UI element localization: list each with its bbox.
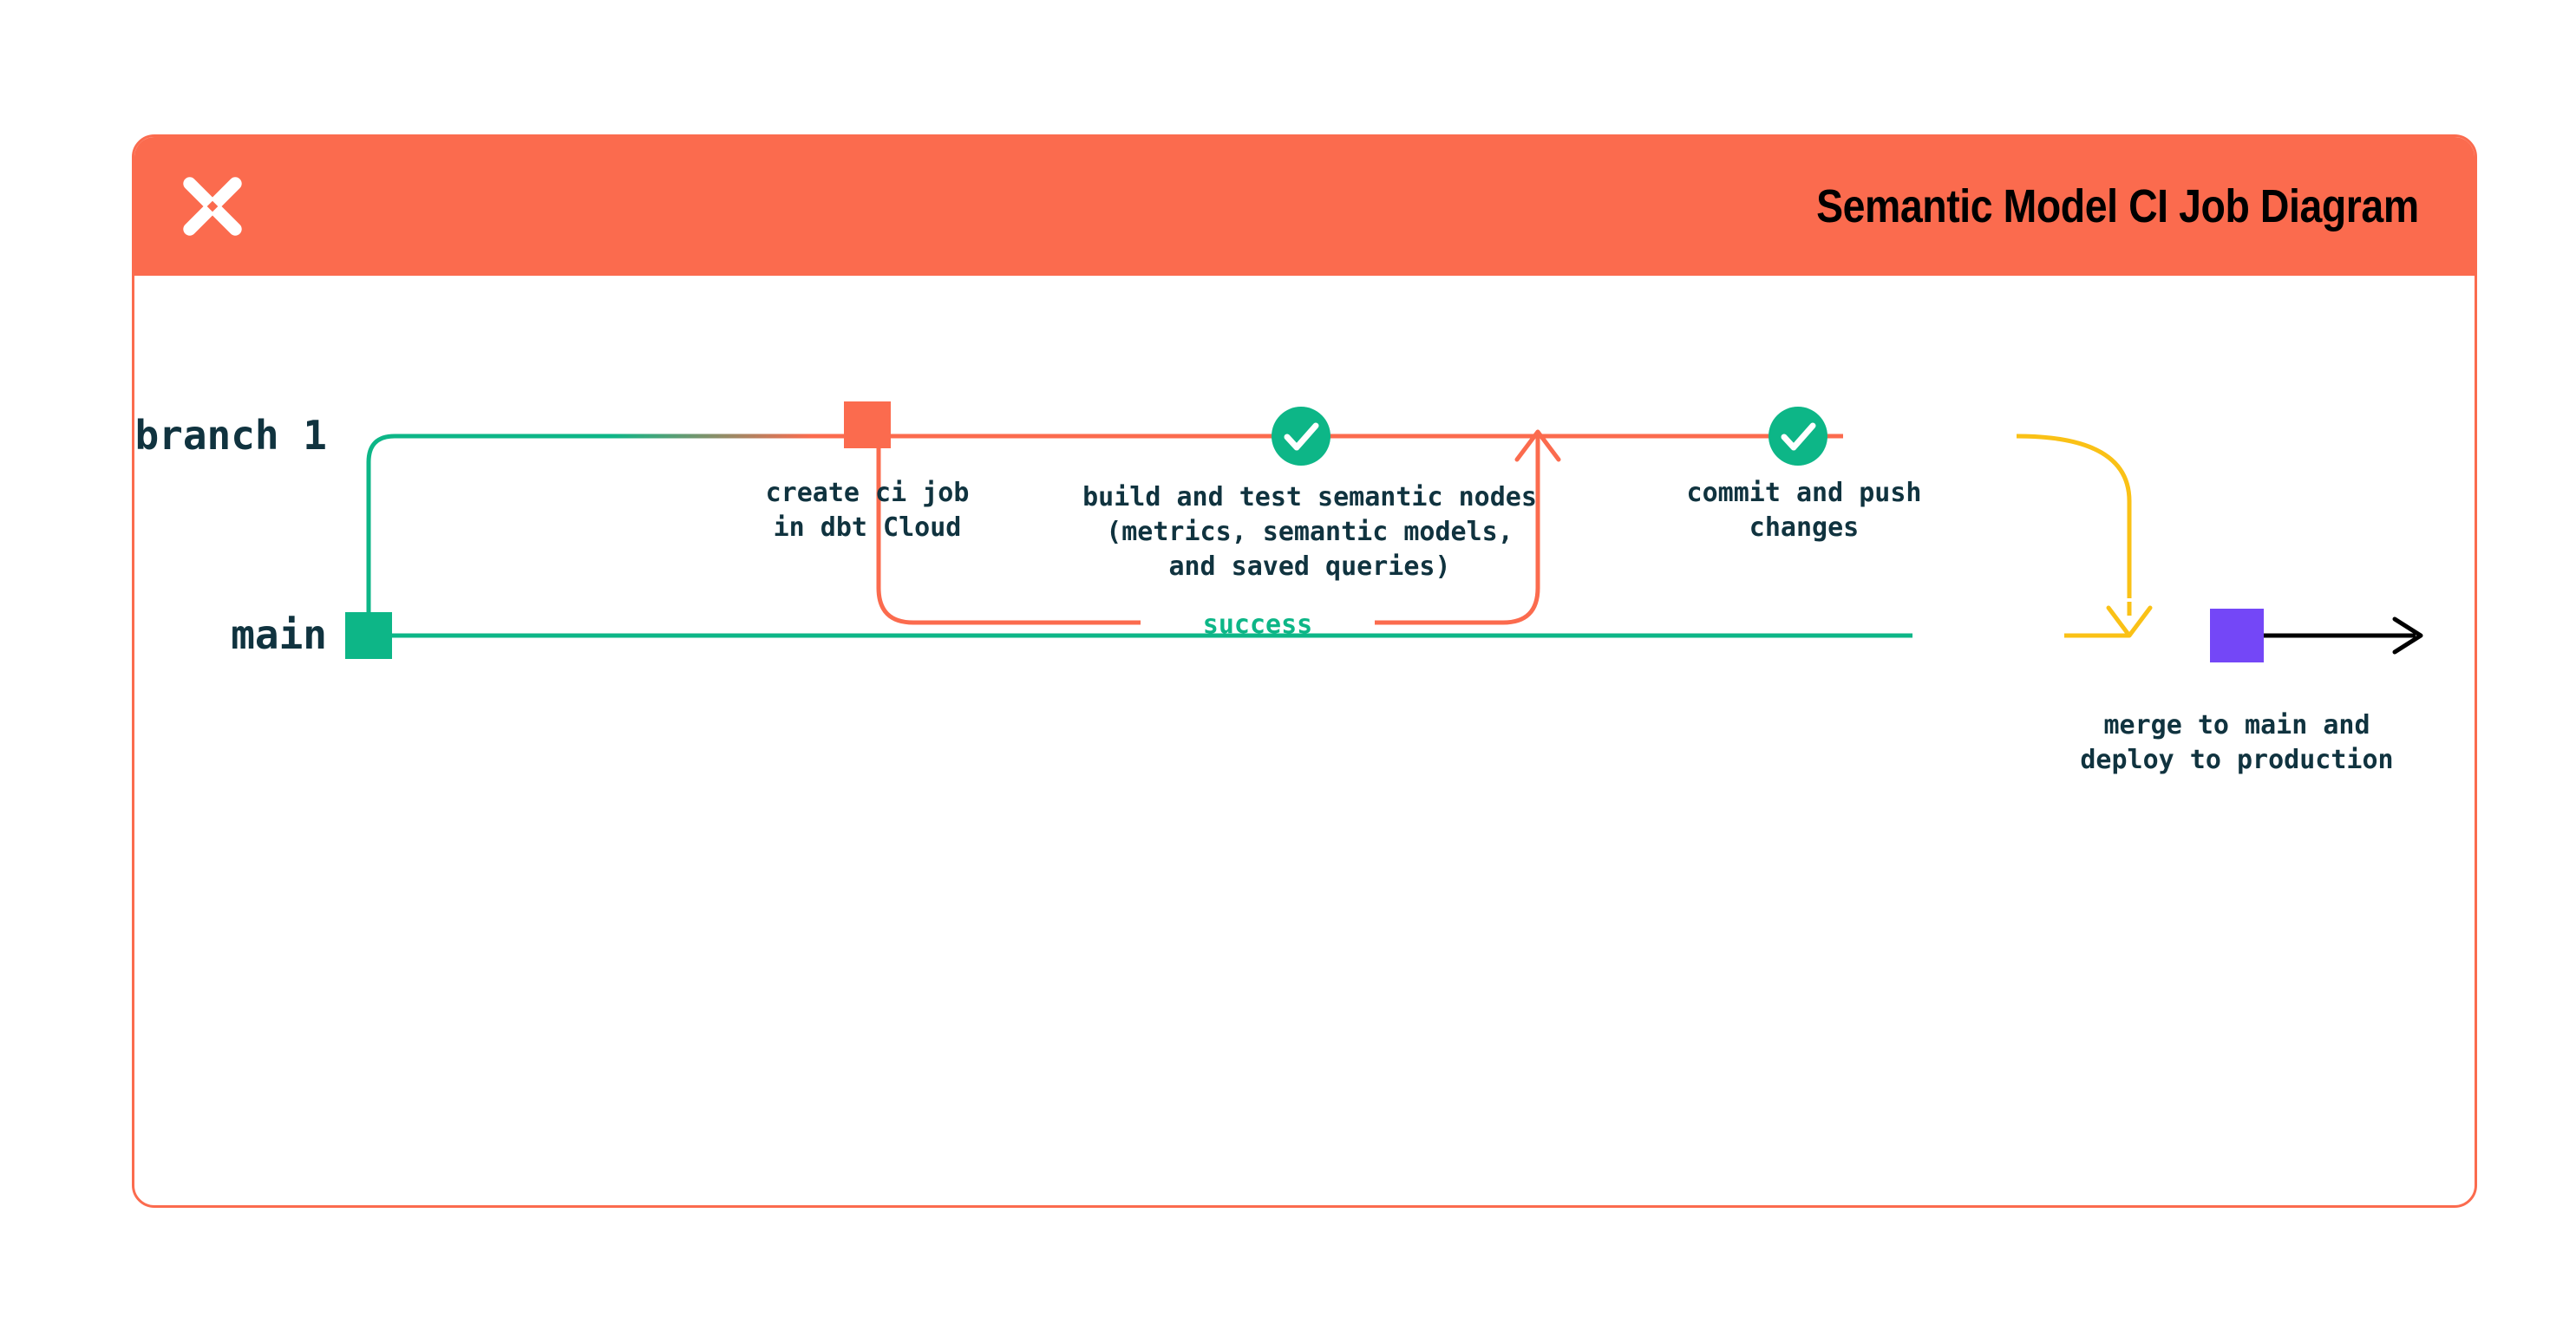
check-icon: [1284, 422, 1319, 451]
edge-branch-out: [366, 434, 814, 638]
node-square-merge-to-main[interactable]: [2210, 609, 2264, 662]
dbt-x-logo-icon: [183, 177, 242, 236]
node-label-create-ci-job-line-2: in dbt Cloud: [774, 512, 962, 543]
node-label-merge-to-main-line-2: deploy to production: [2080, 745, 2393, 775]
page-title: Semantic Model CI Job Diagram: [1816, 180, 2419, 232]
check-icon: [1781, 422, 1816, 451]
node-label-build-and-test-line-1: build and test semantic nodes: [1082, 482, 1537, 512]
node-label-commit-and-push-line-2: changes: [1749, 512, 1859, 543]
edge-main-continues: [2261, 616, 2423, 655]
node-label-create-ci-job-line-1: create ci job: [766, 478, 970, 508]
node-commit-and-push[interactable]: [1769, 407, 1827, 466]
node-circle-commit-and-push[interactable]: [1769, 407, 1827, 466]
edge-success-loop: [876, 429, 1561, 625]
node-label-build-and-test-line-3: and saved queries): [1168, 551, 1450, 582]
node-create-ci-job[interactable]: [844, 401, 891, 448]
node-circle-build-and-test[interactable]: [1272, 407, 1330, 466]
node-main-start[interactable]: [345, 612, 392, 659]
branch-flow-diagram: success branch 1 main: [134, 401, 2423, 775]
card-header: Semantic Model CI Job Diagram: [134, 137, 2475, 276]
node-square-main-start[interactable]: [345, 612, 392, 659]
node-square-create-ci-job[interactable]: [844, 401, 891, 448]
node-label-commit-and-push-line-1: commit and push: [1687, 478, 1922, 508]
node-build-and-test[interactable]: [1272, 407, 1330, 466]
node-merge-to-main[interactable]: [2210, 609, 2264, 662]
lane-label-branch-1: branch 1: [134, 412, 327, 459]
diagram-card: Semantic Model CI Job Diagram: [132, 134, 2477, 1208]
edge-merge-down: [2016, 434, 2153, 638]
lane-label-main: main: [231, 611, 327, 658]
diagram-body: success branch 1 main: [134, 276, 2475, 1208]
loop-label-success: success: [1203, 610, 1312, 640]
node-label-build-and-test-line-2: (metrics, semantic models,: [1106, 517, 1514, 547]
node-label-merge-to-main-line-1: merge to main and: [2103, 710, 2370, 740]
